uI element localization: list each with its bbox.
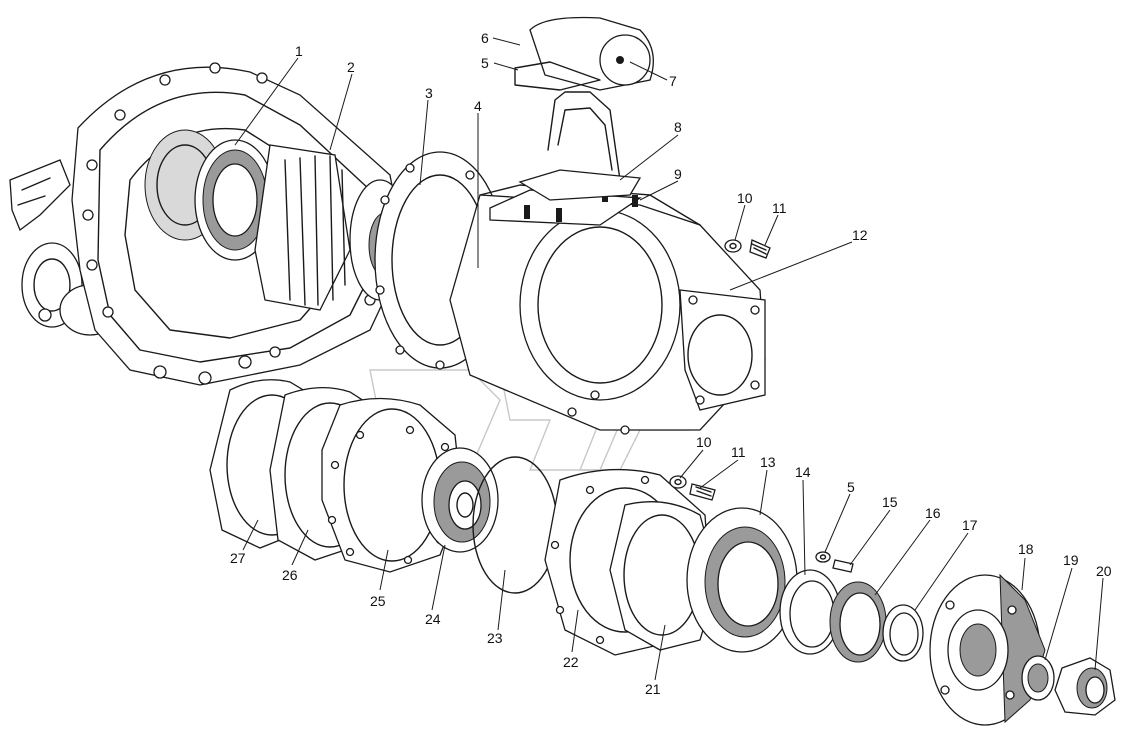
washer-10-lower (669, 475, 687, 489)
callout-10-lower: 10 (696, 434, 712, 450)
washer-19 (1021, 655, 1055, 701)
nut-20 (1054, 657, 1116, 716)
bolt-15 (832, 559, 854, 573)
callout-20: 20 (1096, 563, 1112, 579)
callout-17: 17 (962, 517, 978, 533)
callout-21: 21 (645, 681, 661, 697)
callout-5-upper: 5 (481, 55, 489, 71)
callout-24: 24 (425, 611, 441, 627)
callout-25: 25 (370, 593, 386, 609)
callout-5-lower: 5 (847, 479, 855, 495)
callout-4: 4 (474, 98, 482, 114)
callout-3: 3 (425, 85, 433, 101)
callout-10-upper: 10 (737, 190, 753, 206)
callout-11-lower: 11 (731, 444, 746, 460)
bolt-11-upper (749, 239, 771, 259)
ring-17 (882, 604, 924, 662)
bearing-cap-13 (686, 507, 798, 653)
callout-27: 27 (230, 550, 246, 566)
bolt-11-lower (689, 483, 716, 501)
washer-5-lower (815, 551, 831, 563)
callout-15: 15 (882, 494, 898, 510)
callout-22: 22 (563, 654, 579, 670)
callout-8: 8 (674, 119, 682, 135)
main-housing (374, 151, 766, 435)
bearing-24 (421, 447, 499, 553)
callout-16: 16 (925, 505, 941, 521)
gasket-21 (609, 501, 719, 651)
mounted-unit (514, 16, 654, 201)
callout-12: 12 (852, 227, 868, 243)
callout-7: 7 (669, 73, 677, 89)
callout-9: 9 (674, 166, 682, 182)
callout-11-upper: 11 (772, 200, 787, 216)
callout-26: 26 (282, 567, 298, 583)
washer-10-upper (724, 239, 742, 253)
seal-16 (829, 581, 887, 663)
flange-18 (929, 573, 1046, 726)
callout-23: 23 (487, 630, 503, 646)
flange-plate-25 (321, 397, 463, 573)
callout-6: 6 (481, 30, 489, 46)
callout-1: 1 (295, 43, 303, 59)
seal-ring-14 (779, 569, 841, 655)
callout-19: 19 (1063, 552, 1079, 568)
callout-2: 2 (347, 59, 355, 75)
callout-labels: 1 2 3 4 5 6 7 8 9 10 11 12 10 11 13 14 5… (230, 30, 1112, 697)
callout-18: 18 (1018, 541, 1034, 557)
leader-lines (234, 37, 1104, 681)
callout-14: 14 (795, 464, 811, 480)
callout-13: 13 (760, 454, 776, 470)
